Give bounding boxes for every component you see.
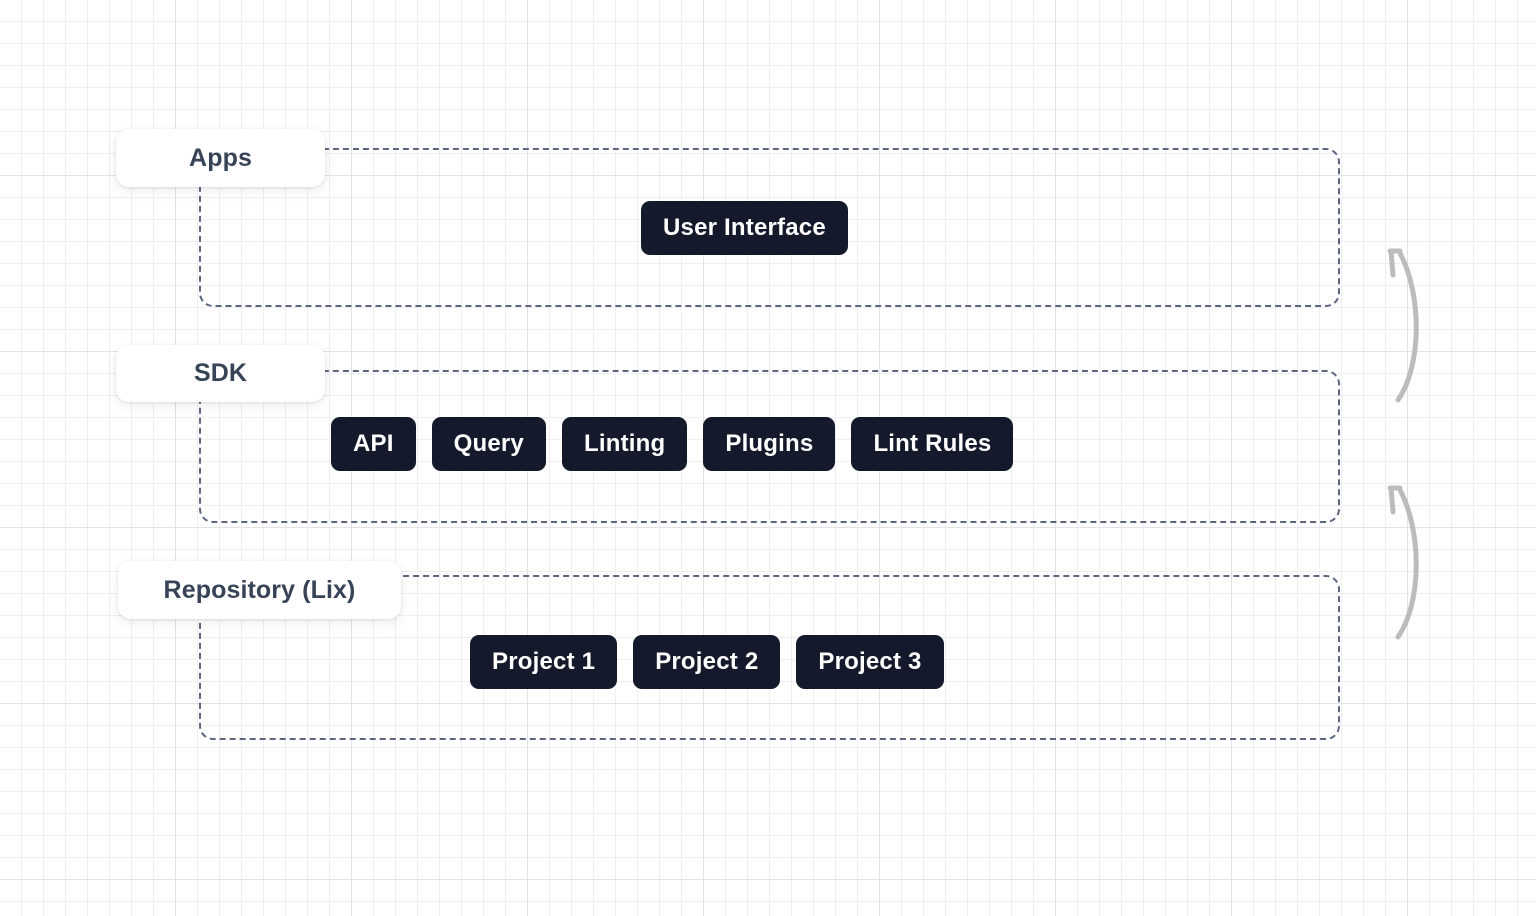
arrow-sdk-to-apps bbox=[1387, 248, 1419, 403]
layer-label-repository-text: Repository (Lix) bbox=[163, 575, 356, 604]
pill-project-3[interactable]: Project 3 bbox=[796, 635, 944, 689]
pill-plugins[interactable]: Plugins bbox=[703, 417, 836, 471]
layer-label-apps-text: Apps bbox=[189, 143, 252, 172]
layer-label-apps[interactable]: Apps bbox=[116, 129, 325, 187]
pill-user-interface[interactable]: User Interface bbox=[641, 201, 848, 255]
arrow-repository-to-sdk bbox=[1387, 485, 1419, 640]
pill-project-1[interactable]: Project 1 bbox=[470, 635, 618, 689]
pill-api[interactable]: API bbox=[331, 417, 416, 471]
layer-label-repository[interactable]: Repository (Lix) bbox=[118, 561, 401, 619]
pill-row-sdk: API Query Linting Plugins Lint Rules bbox=[331, 417, 1014, 471]
layer-label-sdk[interactable]: SDK bbox=[116, 345, 325, 402]
layer-container-sdk bbox=[199, 370, 1340, 523]
pill-lint-rules[interactable]: Lint Rules bbox=[851, 417, 1014, 471]
pill-row-apps: User Interface bbox=[641, 201, 848, 255]
pill-row-repository: Project 1 Project 2 Project 3 bbox=[470, 635, 944, 689]
layer-container-apps bbox=[199, 148, 1340, 307]
layer-label-sdk-text: SDK bbox=[193, 359, 248, 387]
pill-query[interactable]: Query bbox=[431, 417, 546, 471]
layer-connector-arrows bbox=[1387, 248, 1419, 640]
layer-container-repository bbox=[199, 575, 1340, 740]
pill-project-2[interactable]: Project 2 bbox=[633, 635, 781, 689]
pill-linting[interactable]: Linting bbox=[561, 417, 688, 471]
